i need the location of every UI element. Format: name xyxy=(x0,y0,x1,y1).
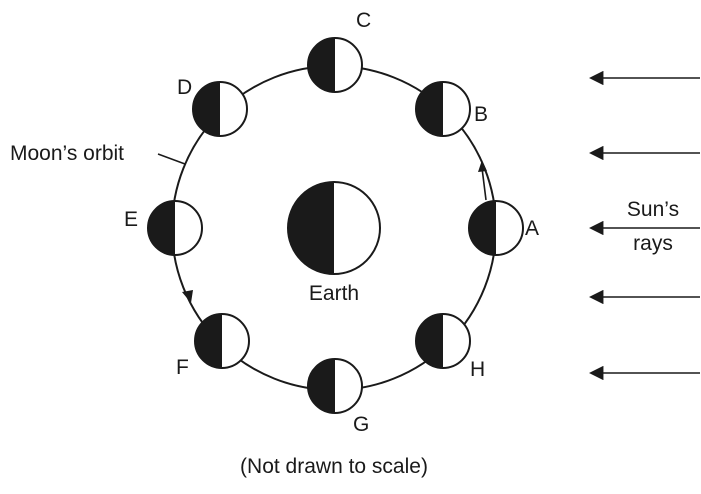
moon-label-B: B xyxy=(474,103,488,126)
moon-H xyxy=(415,313,471,369)
moon-C xyxy=(307,37,363,93)
moon-B xyxy=(415,81,471,137)
moon-G xyxy=(307,358,363,414)
sun-label-backdrop xyxy=(620,233,686,255)
orbit-arrowhead xyxy=(182,290,193,303)
sun-rays-label-line2: rays xyxy=(633,232,673,255)
earth xyxy=(287,181,381,275)
earth-label: Earth xyxy=(309,282,359,305)
moon-label-A: A xyxy=(525,217,539,240)
orbit-arrowhead xyxy=(478,160,487,172)
orbit-label-leader xyxy=(157,153,186,165)
sun-rays-label-line1: Sun’s xyxy=(627,198,679,221)
moon-label-D: D xyxy=(177,76,192,99)
orbit-direction-arrow xyxy=(481,167,487,201)
moon-label-F: F xyxy=(176,356,189,379)
sun-label-backdrop xyxy=(612,198,696,220)
moon-E xyxy=(147,200,203,256)
moon-label-G: G xyxy=(353,413,369,436)
orbit-label: Moon’s orbit xyxy=(10,142,124,165)
scale-caption: (Not drawn to scale) xyxy=(240,455,428,478)
moon-F xyxy=(194,313,250,369)
moon-A xyxy=(468,200,524,256)
moon-label-H: H xyxy=(470,358,485,381)
moon-label-C: C xyxy=(356,9,371,32)
moon-D xyxy=(192,81,248,137)
moon-label-E: E xyxy=(124,208,138,231)
